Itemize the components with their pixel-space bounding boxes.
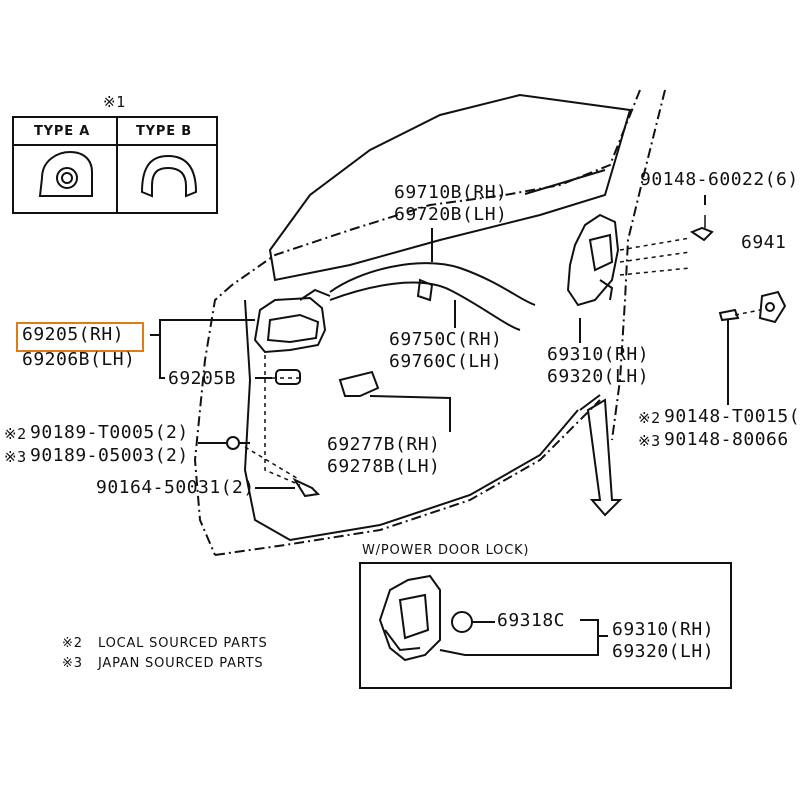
part-label-frame[interactable]: 69205B [168,368,237,389]
note-mark-2: ※2 [4,425,27,443]
part-label-rod-rh[interactable]: 69750C(RH) [389,329,503,350]
footnote-text-2: LOCAL SOURCED PARTS [98,636,268,651]
pillar-arrow [586,398,623,517]
part-label-screw-a[interactable]: 90189-T0005(2) [30,422,189,443]
part-label-cap-rh[interactable]: 69277B(RH) [327,434,441,455]
cable-lower [329,281,521,331]
part-label-rod-lh[interactable]: 69760C(LH) [389,351,503,372]
power-lock-drawing [378,574,441,662]
door-lock [566,213,620,307]
window-frame [268,93,632,282]
part-label-right-screw-b[interactable]: 90148-80066 [664,429,789,450]
power-lock-title: W/POWER DOOR LOCK) [362,543,530,558]
cable-upper [329,262,536,306]
inner-panel [243,299,579,542]
part-label-screw-b[interactable]: 90189-05003(2) [30,445,189,466]
note-mark-3: ※3 [4,448,27,466]
part-label-striker[interactable]: 6941 [741,232,787,253]
part-label-cap-lh[interactable]: 69278B(LH) [327,456,441,477]
power-lock-rh-label[interactable]: 69310(RH) [612,619,715,640]
inset-type-box: TYPE A TYPE B [12,116,218,214]
door-outline-right [611,89,666,441]
door-outline-left [193,284,233,556]
part-label-lock-rh[interactable]: 69310(RH) [547,344,650,365]
power-lock-box [359,562,732,689]
note-mark-3-right: ※3 [638,432,661,450]
part-label-handle-rh[interactable]: 69205(RH) [22,324,125,345]
type-a-drawing [38,150,93,197]
power-lock-lh-label[interactable]: 69320(LH) [612,641,715,662]
inset-ref: ※1 [103,93,126,111]
selected-part-highlight[interactable] [16,322,144,352]
door-outline [231,89,641,286]
part-label-right-screw-a[interactable]: 90148-T0015( [664,406,800,427]
note-mark-2-right: ※2 [638,409,661,427]
part-label-top-screw[interactable]: 90148-60022(6) [640,169,799,190]
part-label-cable-rh[interactable]: 69710B(RH) [394,182,508,203]
footnote-mark-2: ※2 [62,636,83,651]
outer-handle [253,296,327,354]
type-b-drawing [140,154,198,198]
footnote-mark-3: ※3 [62,656,83,671]
type-b-label: TYPE B [136,124,192,139]
type-a-label: TYPE A [34,124,91,139]
power-lock-part-label[interactable]: 69318C [497,610,566,631]
part-label-cable-lh[interactable]: 69720B(LH) [394,204,508,225]
part-label-handle-lh[interactable]: 69206B(LH) [22,349,136,370]
striker [758,290,787,324]
door-outline-bottom [214,399,601,556]
footnote-text-3: JAPAN SOURCED PARTS [98,656,264,671]
part-label-lock-lh[interactable]: 69320(LH) [547,366,650,387]
part-label-bolt[interactable]: 90164-50031(2) [96,477,255,498]
